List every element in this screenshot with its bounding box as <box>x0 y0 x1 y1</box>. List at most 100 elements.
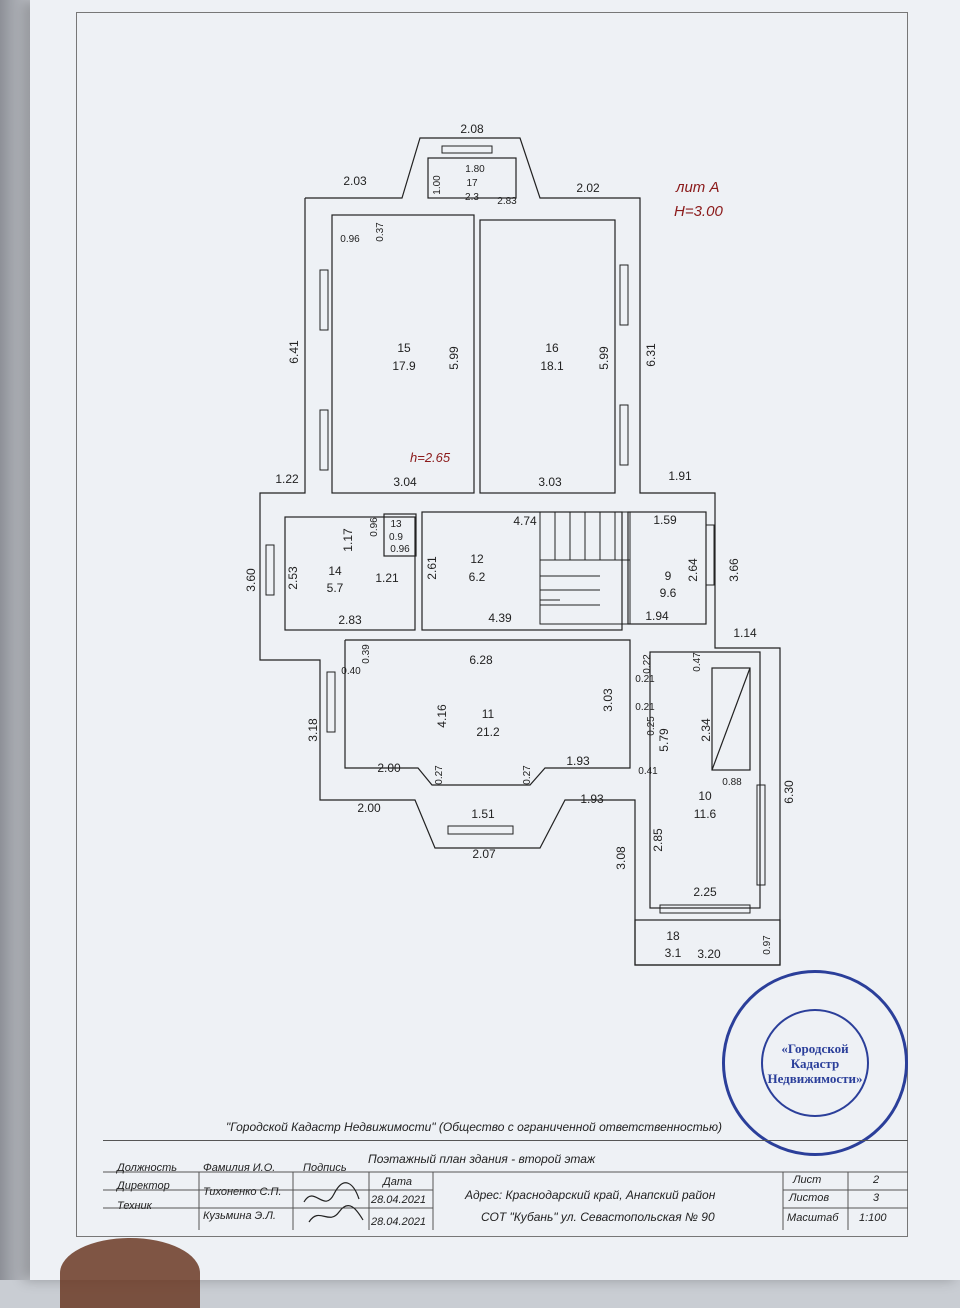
scale-value: 1:100 <box>859 1212 887 1224</box>
dimension-label: 1.14 <box>733 626 757 640</box>
row-name: Тихоненко С.П. <box>203 1186 282 1198</box>
dimension-label: 0.39 <box>361 644 372 664</box>
dimension-label: 1.94 <box>645 609 669 623</box>
drawing-frame <box>76 12 908 1237</box>
dimension-label: 3.08 <box>614 846 628 870</box>
dimension-label: 0.21 <box>635 674 655 685</box>
room-num: 18 <box>666 929 680 943</box>
dimension-label: 2.02 <box>576 181 600 195</box>
dimension-label: 1.22 <box>275 472 299 486</box>
dimension-label: 0.97 <box>762 935 773 955</box>
room-18-outline <box>634 919 781 966</box>
dimension-label: 2.53 <box>286 566 300 590</box>
room-area: 17.9 <box>392 359 416 373</box>
bay-outline <box>427 157 517 199</box>
floor-plan: лит А Н=3.00 h=2.65 15 17.9 16 18.1 17 2… <box>244 122 796 966</box>
header-name: Фамилия И.О. <box>203 1162 276 1174</box>
room-area: 3.1 <box>665 946 682 960</box>
list-label: Лист <box>793 1174 822 1186</box>
lists-label: Листов <box>789 1192 830 1204</box>
dimension-label: 4.74 <box>513 514 537 528</box>
dimension-label: 4.39 <box>488 611 512 625</box>
dimension-label: 2.61 <box>425 556 439 580</box>
room-15-outline <box>331 214 475 494</box>
dimension-label: 1.00 <box>432 175 443 195</box>
room-area: 21.2 <box>476 725 500 739</box>
dimension-label: 3.60 <box>244 568 258 592</box>
dimension-label: 5.99 <box>447 346 461 370</box>
dimension-label: 2.00 <box>377 761 401 775</box>
dimension-label: 1.17 <box>341 528 355 552</box>
dimension-label: 0.22 <box>642 654 653 674</box>
dimension-label: 2.08 <box>460 122 484 136</box>
dimension-label: 2.64 <box>686 558 700 582</box>
dimension-label: 3.04 <box>393 475 417 489</box>
windows <box>265 145 766 914</box>
row-name: Кузьмина Э.Л. <box>203 1210 276 1222</box>
dimension-label: 1.80 <box>465 164 485 175</box>
room-num: 14 <box>328 564 342 578</box>
dimension-label: 2.34 <box>699 718 713 742</box>
stairs <box>539 511 631 625</box>
dimension-label: 1.93 <box>566 754 590 768</box>
dimension-label: 6.41 <box>287 340 301 364</box>
list-value: 2 <box>873 1174 880 1186</box>
title-block-grid: Должность Фамилия И.О. Подпись Дата Дире… <box>103 1160 908 1230</box>
row-role: Директор <box>117 1180 170 1192</box>
dimension-label: 5.79 <box>657 728 671 752</box>
dimension-label: 4.16 <box>435 704 449 728</box>
room-area: 6.2 <box>469 570 486 584</box>
dimension-label: 0.25 <box>646 716 657 736</box>
dimension-label: 0.47 <box>692 652 703 672</box>
row-role: Техник <box>117 1200 152 1212</box>
scale-label: Масштаб <box>787 1212 839 1224</box>
dimension-label: 2.83 <box>338 613 362 627</box>
room-16-outline <box>479 219 616 494</box>
dimension-label: 0.37 <box>375 222 386 242</box>
sheet-title: Поэтажный план здания - второй этаж <box>368 1152 596 1166</box>
header-position: Должность <box>117 1162 178 1174</box>
dimension-label: 3.03 <box>601 688 615 712</box>
thumb-shadow <box>60 1238 200 1308</box>
dimension-label: 2.83 <box>497 196 517 207</box>
row-date: 28.04.2021 <box>371 1216 427 1228</box>
dimension-label: 6.30 <box>782 780 796 804</box>
room-12-outline <box>421 511 623 631</box>
room-num: 16 <box>545 341 559 355</box>
dimension-label: 2.25 <box>693 885 717 899</box>
wardrobe <box>711 667 751 771</box>
height-label: Н=3.00 <box>674 203 723 220</box>
dimension-label: 2.07 <box>472 847 496 861</box>
dimension-label: 1.51 <box>471 807 495 821</box>
room-area: 0.9 <box>389 532 403 543</box>
room-num: 10 <box>698 789 712 803</box>
dimension-label: 2.00 <box>357 801 381 815</box>
dimension-label: 0.96 <box>390 544 410 555</box>
dimension-label: 1.21 <box>375 571 399 585</box>
dimension-label: 1.91 <box>668 469 692 483</box>
dimension-label: 1.93 <box>580 792 604 806</box>
header-date: Дата <box>383 1176 413 1188</box>
address-line-2: СОТ "Кубань" ул. Севастопольская № 90 <box>481 1210 715 1224</box>
dimension-label: 3.20 <box>697 947 721 961</box>
binder-edge <box>0 0 30 1280</box>
signature-marks <box>303 1182 364 1223</box>
room-num: 17 <box>466 178 478 189</box>
room-num: 15 <box>397 341 411 355</box>
dimension-label: 6.31 <box>644 343 658 367</box>
room-10-outline <box>649 651 761 909</box>
company-line: "Городской Кадастр Недвижимости" (Общест… <box>226 1120 723 1134</box>
tb-line <box>103 1140 908 1141</box>
address-line-1: Адрес: Краснодарский край, Анапский райо… <box>465 1188 716 1202</box>
dimension-label: 1.59 <box>653 513 677 527</box>
lists-value: 3 <box>873 1192 880 1204</box>
dimension-label: 3.03 <box>538 475 562 489</box>
room-11-outline <box>344 639 631 786</box>
dimension-label: 3.66 <box>727 558 741 582</box>
dimension-label: 5.99 <box>597 346 611 370</box>
dimension-label: 6.28 <box>469 653 493 667</box>
room-area: 18.1 <box>540 359 564 373</box>
room-area: 9.6 <box>660 586 677 600</box>
dimension-label: 0.27 <box>522 765 533 785</box>
dimension-label: 3.18 <box>306 718 320 742</box>
